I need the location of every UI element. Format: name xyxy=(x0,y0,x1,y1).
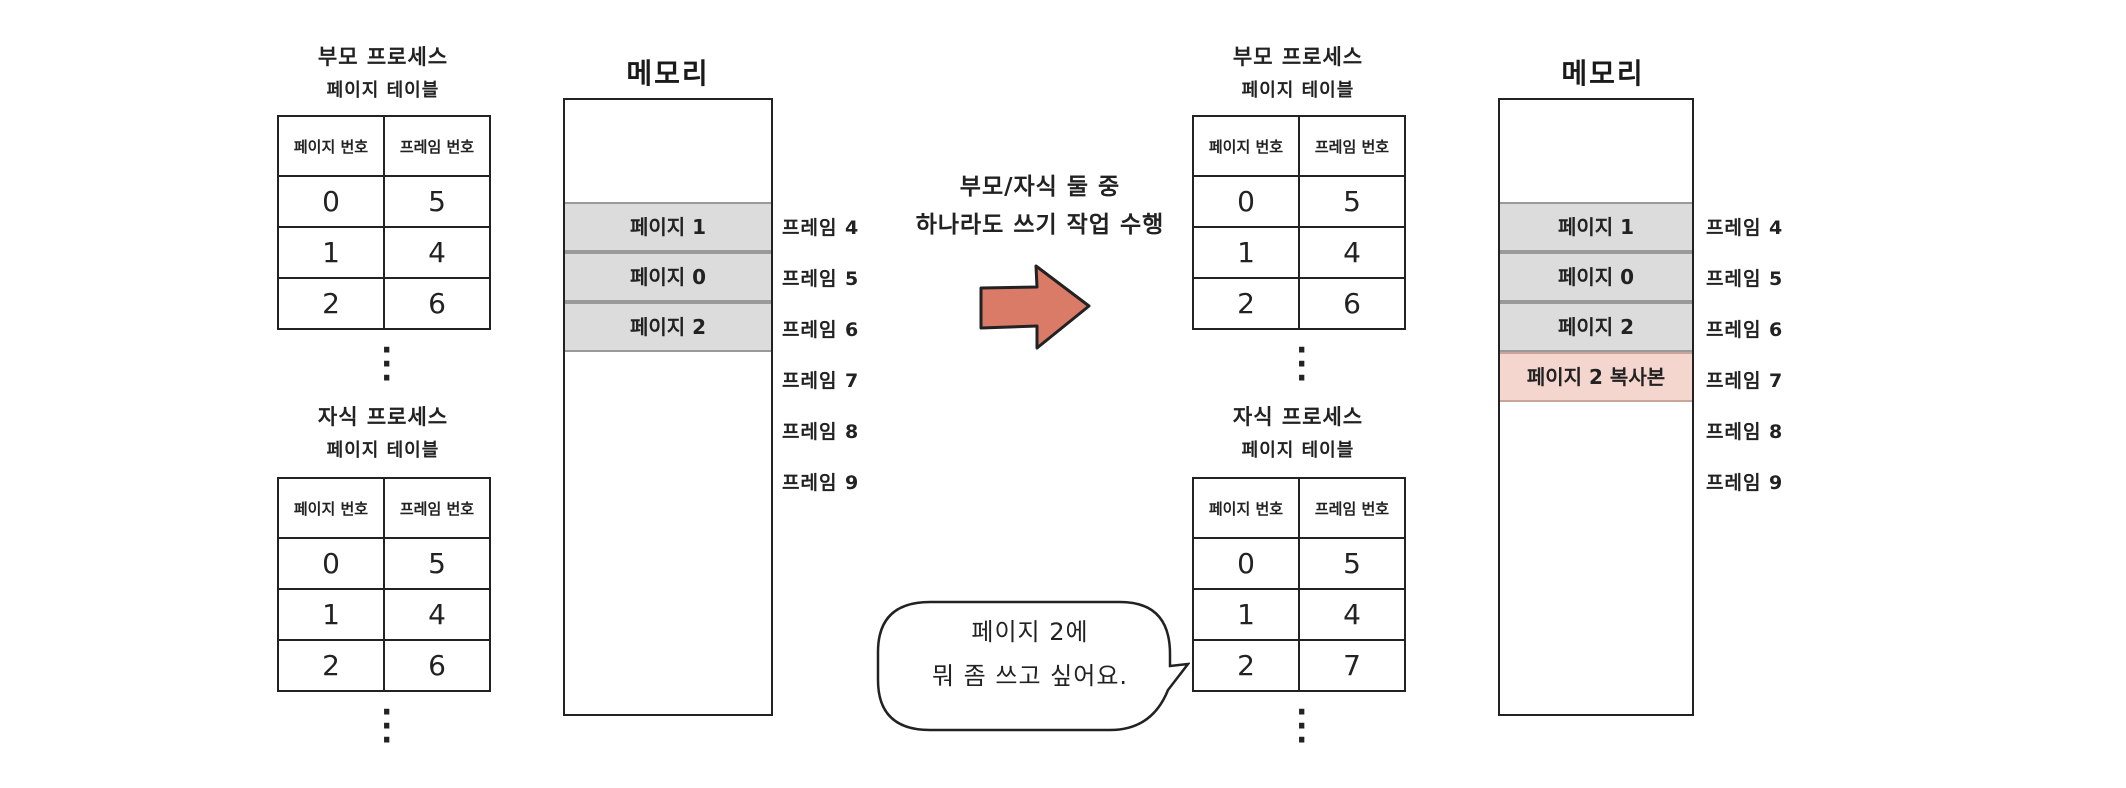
caption-line: 페이지 테이블 xyxy=(326,440,440,461)
left-child-caption: 자식 프로세스 페이지 테이블 xyxy=(278,400,488,468)
caption-line: 부모 프로세스 xyxy=(1232,45,1364,69)
memory-slot: 페이지 2 xyxy=(565,302,771,352)
header-frame-number: 프레임 번호 xyxy=(383,115,491,177)
frame-label: 프레임 5 xyxy=(782,268,860,290)
frame-cell: 4 xyxy=(1298,226,1406,279)
header-page-number: 페이지 번호 xyxy=(277,477,385,539)
memory-slot-copy: 페이지 2 복사본 xyxy=(1500,352,1692,402)
page-cell: 0 xyxy=(277,175,385,228)
page-cell: 0 xyxy=(1192,175,1300,228)
left-parent-page-table: 페이지 번호 프레임 번호 0 5 1 4 2 6 xyxy=(277,115,491,330)
table-row: 2 6 xyxy=(277,639,491,692)
page-cell: 2 xyxy=(1192,639,1300,692)
header-page-number: 페이지 번호 xyxy=(1192,477,1300,539)
ellipsis-dots: ··· xyxy=(1296,695,1308,758)
right-child-page-table: 페이지 번호 프레임 번호 0 5 1 4 2 7 xyxy=(1192,477,1406,692)
ellipsis-dots: ··· xyxy=(381,333,393,396)
frame-label: 프레임 7 xyxy=(1706,370,1784,392)
right-parent-page-table: 페이지 번호 프레임 번호 0 5 1 4 2 6 xyxy=(1192,115,1406,330)
left-child-page-table: 페이지 번호 프레임 번호 0 5 1 4 2 6 xyxy=(277,477,491,692)
page-cell: 0 xyxy=(1192,537,1300,590)
frame-label: 프레임 8 xyxy=(1706,421,1784,443)
frame-label: 프레임 8 xyxy=(782,421,860,443)
frame-cell: 5 xyxy=(1298,537,1406,590)
left-memory-block: 페이지 1 페이지 0 페이지 2 xyxy=(563,98,773,716)
memory-slot: 페이지 1 xyxy=(565,202,771,252)
frame-label: 프레임 9 xyxy=(782,472,860,494)
right-memory-title: 메모리 xyxy=(1561,57,1645,90)
right-memory-block: 페이지 1 페이지 0 페이지 2 페이지 2 복사본 xyxy=(1498,98,1694,716)
caption-line: 부모 프로세스 xyxy=(317,45,449,69)
table-row: 1 4 xyxy=(277,226,491,279)
page-cell: 2 xyxy=(277,277,385,330)
table-header-row: 페이지 번호 프레임 번호 xyxy=(1192,115,1406,177)
header-frame-number: 프레임 번호 xyxy=(383,477,491,539)
page-cell: 1 xyxy=(277,588,385,641)
frame-cell: 5 xyxy=(383,175,491,228)
page-cell: 1 xyxy=(1192,588,1300,641)
ellipsis-dots: ··· xyxy=(381,695,393,758)
bubble-line: 페이지 2에 xyxy=(971,618,1089,646)
right-parent-caption: 부모 프로세스 페이지 테이블 xyxy=(1193,40,1403,108)
memory-slot: 페이지 0 xyxy=(565,252,771,302)
frame-cell: 6 xyxy=(1298,277,1406,330)
table-row: 0 5 xyxy=(1192,537,1406,590)
frame-label: 프레임 4 xyxy=(782,217,860,239)
page-cell: 2 xyxy=(277,639,385,692)
transition-line: 부모/자식 둘 중 xyxy=(959,174,1121,200)
right-arrow-icon xyxy=(979,264,1091,350)
caption-line: 자식 프로세스 xyxy=(1232,405,1364,429)
frame-label: 프레임 5 xyxy=(1706,268,1784,290)
frame-label: 프레임 4 xyxy=(1706,217,1784,239)
caption-line: 자식 프로세스 xyxy=(317,405,449,429)
table-header-row: 페이지 번호 프레임 번호 xyxy=(1192,477,1406,539)
page-cell: 2 xyxy=(1192,277,1300,330)
frame-cell: 6 xyxy=(383,639,491,692)
page-cell: 0 xyxy=(277,537,385,590)
right-child-caption: 자식 프로세스 페이지 테이블 xyxy=(1193,400,1403,468)
table-row: 2 7 xyxy=(1192,639,1406,692)
header-page-number: 페이지 번호 xyxy=(277,115,385,177)
frame-cell: 5 xyxy=(1298,175,1406,228)
speech-bubble-text: 페이지 2에 뭐 좀 쓰고 싶어요. xyxy=(880,610,1180,698)
table-row: 2 6 xyxy=(1192,277,1406,330)
frame-cell: 5 xyxy=(383,537,491,590)
table-header-row: 페이지 번호 프레임 번호 xyxy=(277,477,491,539)
table-row: 1 4 xyxy=(1192,226,1406,279)
caption-line: 페이지 테이블 xyxy=(1241,80,1355,101)
memory-slot: 페이지 0 xyxy=(1500,252,1692,302)
table-row: 1 4 xyxy=(1192,588,1406,641)
left-memory-title: 메모리 xyxy=(626,57,710,90)
transition-caption: 부모/자식 둘 중 하나라도 쓰기 작업 수행 xyxy=(870,168,1210,244)
left-parent-caption: 부모 프로세스 페이지 테이블 xyxy=(278,40,488,108)
table-row: 0 5 xyxy=(277,175,491,228)
caption-line: 페이지 테이블 xyxy=(326,80,440,101)
header-page-number: 페이지 번호 xyxy=(1192,115,1300,177)
header-frame-number: 프레임 번호 xyxy=(1298,477,1406,539)
ellipsis-dots: ··· xyxy=(1296,333,1308,396)
bubble-line: 뭐 좀 쓰고 싶어요. xyxy=(931,662,1129,690)
frame-cell: 6 xyxy=(383,277,491,330)
frame-label: 프레임 6 xyxy=(1706,319,1784,341)
caption-line: 페이지 테이블 xyxy=(1241,440,1355,461)
table-row: 2 6 xyxy=(277,277,491,330)
frame-cell: 7 xyxy=(1298,639,1406,692)
table-row: 0 5 xyxy=(1192,175,1406,228)
frame-label: 프레임 9 xyxy=(1706,472,1784,494)
frame-label: 프레임 6 xyxy=(782,319,860,341)
frame-cell: 4 xyxy=(383,588,491,641)
speech-bubble xyxy=(876,600,1190,732)
frame-cell: 4 xyxy=(383,226,491,279)
table-row: 0 5 xyxy=(277,537,491,590)
page-cell: 1 xyxy=(1192,226,1300,279)
table-row: 1 4 xyxy=(277,588,491,641)
frame-cell: 4 xyxy=(1298,588,1406,641)
memory-slot: 페이지 2 xyxy=(1500,302,1692,352)
page-cell: 1 xyxy=(277,226,385,279)
header-frame-number: 프레임 번호 xyxy=(1298,115,1406,177)
frame-label: 프레임 7 xyxy=(782,370,860,392)
transition-line: 하나라도 쓰기 작업 수행 xyxy=(915,212,1165,238)
memory-slot: 페이지 1 xyxy=(1500,202,1692,252)
table-header-row: 페이지 번호 프레임 번호 xyxy=(277,115,491,177)
